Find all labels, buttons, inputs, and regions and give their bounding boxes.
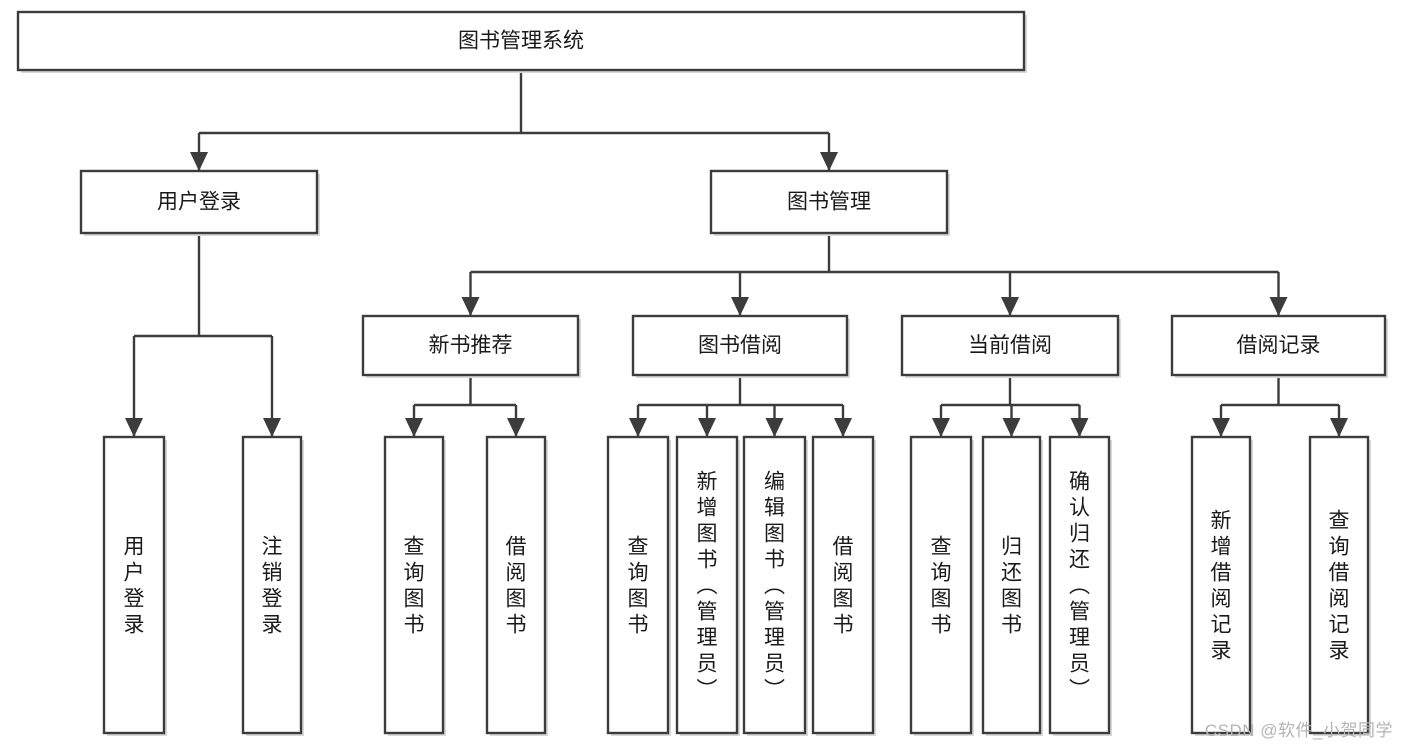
node-leaf-query-book-1[interactable]: 查询图书: [383, 435, 446, 736]
node-box[interactable]: [606, 435, 670, 735]
arrow-head-icon: [263, 418, 281, 437]
node-label: 借阅图书: [506, 535, 527, 636]
node-box[interactable]: [900, 314, 1120, 377]
node-box[interactable]: [1170, 314, 1387, 377]
node-box[interactable]: [981, 435, 1042, 735]
node-label: 新增图书︵管理员︶: [697, 470, 718, 701]
arrow-head-icon: [629, 418, 647, 437]
node-label: 借阅记录: [1237, 334, 1321, 357]
node-leaf-edit-book[interactable]: 编辑图书︵管理员︶: [742, 435, 808, 736]
node-box[interactable]: [383, 435, 445, 735]
node-box[interactable]: [742, 435, 807, 735]
node-leaf-add-book[interactable]: 新增图书︵管理员︶: [675, 435, 740, 736]
arrow-head-icon: [1001, 297, 1019, 316]
node-leaf-query-record[interactable]: 查询借阅记录: [1308, 435, 1371, 736]
node-leaf-user-login[interactable]: 用户登录: [102, 435, 167, 736]
node-box[interactable]: [909, 435, 973, 735]
node-layer: 图书管理系统用户登录图书管理新书推荐图书借阅当前借阅借阅记录用户登录注销登录查询…: [16, 10, 1388, 736]
node-book-manage[interactable]: 图书管理: [709, 169, 950, 236]
connector-layer: [125, 70, 1348, 437]
node-box[interactable]: [811, 435, 875, 735]
node-user-login[interactable]: 用户登录: [79, 169, 320, 236]
node-box[interactable]: [631, 314, 849, 377]
node-label: 图书管理: [787, 191, 871, 214]
node-leaf-return-book[interactable]: 归还图书: [981, 435, 1043, 736]
arrow-head-icon: [461, 297, 480, 316]
node-leaf-add-record[interactable]: 新增借阅记录: [1190, 435, 1253, 736]
node-box[interactable]: [16, 10, 1026, 72]
node-box[interactable]: [361, 314, 580, 377]
node-box[interactable]: [1048, 435, 1111, 735]
arrow-head-icon: [1269, 297, 1288, 316]
node-leaf-query-book-2[interactable]: 查询图书: [606, 435, 671, 736]
arrow-head-icon: [834, 418, 852, 437]
node-label: 新书推荐: [429, 334, 513, 357]
node-label: 归还图书: [1001, 535, 1022, 636]
node-leaf-confirm-return[interactable]: 确认归还︵管理员︶: [1048, 435, 1112, 736]
arrow-head-icon: [932, 418, 950, 437]
node-label: 编辑图书︵管理员︶: [764, 470, 785, 701]
node-box[interactable]: [675, 435, 739, 735]
node-borrow-record[interactable]: 借阅记录: [1170, 314, 1388, 378]
node-current-borrow[interactable]: 当前借阅: [900, 314, 1121, 378]
node-label: 注销登录: [262, 535, 283, 636]
arrow-head-icon: [698, 418, 716, 437]
node-box[interactable]: [709, 169, 949, 235]
arrow-head-icon: [1070, 418, 1089, 437]
node-label: 图书借阅: [698, 334, 782, 357]
arrow-head-icon: [1330, 418, 1348, 437]
node-label: 确认归还︵管理员︶: [1069, 470, 1090, 701]
node-label: 查询图书: [931, 535, 952, 636]
node-box[interactable]: [1190, 435, 1252, 735]
arrow-head-icon: [765, 418, 784, 437]
node-label: 新增借阅记录: [1211, 509, 1232, 662]
arrow-head-icon: [190, 152, 208, 171]
node-box[interactable]: [1308, 435, 1370, 735]
node-leaf-logout-login[interactable]: 注销登录: [241, 435, 304, 736]
node-new-book-recommend[interactable]: 新书推荐: [361, 314, 581, 378]
node-leaf-borrow-book-2[interactable]: 借阅图书: [811, 435, 876, 736]
node-box[interactable]: [79, 169, 319, 235]
arrow-head-icon: [820, 152, 838, 171]
node-label: 当前借阅: [968, 334, 1052, 357]
node-label: 借阅图书: [833, 535, 854, 636]
node-leaf-borrow-book-1[interactable]: 借阅图书: [485, 435, 548, 736]
node-label: 查询图书: [628, 535, 649, 636]
node-leaf-query-book-3[interactable]: 查询图书: [909, 435, 974, 736]
node-box[interactable]: [485, 435, 547, 735]
node-label: 查询图书: [404, 535, 425, 636]
arrow-head-icon: [507, 418, 525, 437]
arrow-head-icon: [731, 297, 749, 316]
node-label: 查询借阅记录: [1329, 509, 1350, 662]
arrow-head-icon: [1212, 418, 1230, 437]
arrow-head-icon: [1002, 418, 1021, 437]
node-box[interactable]: [241, 435, 303, 735]
node-box[interactable]: [102, 435, 166, 735]
node-label: 用户登录: [157, 191, 241, 214]
arrow-head-icon: [405, 418, 423, 437]
node-book-borrow[interactable]: 图书借阅: [631, 314, 850, 378]
node-label: 用户登录: [124, 535, 145, 636]
node-label: 图书管理系统: [458, 30, 584, 53]
arrow-head-icon: [125, 418, 143, 437]
node-root[interactable]: 图书管理系统: [16, 10, 1027, 73]
